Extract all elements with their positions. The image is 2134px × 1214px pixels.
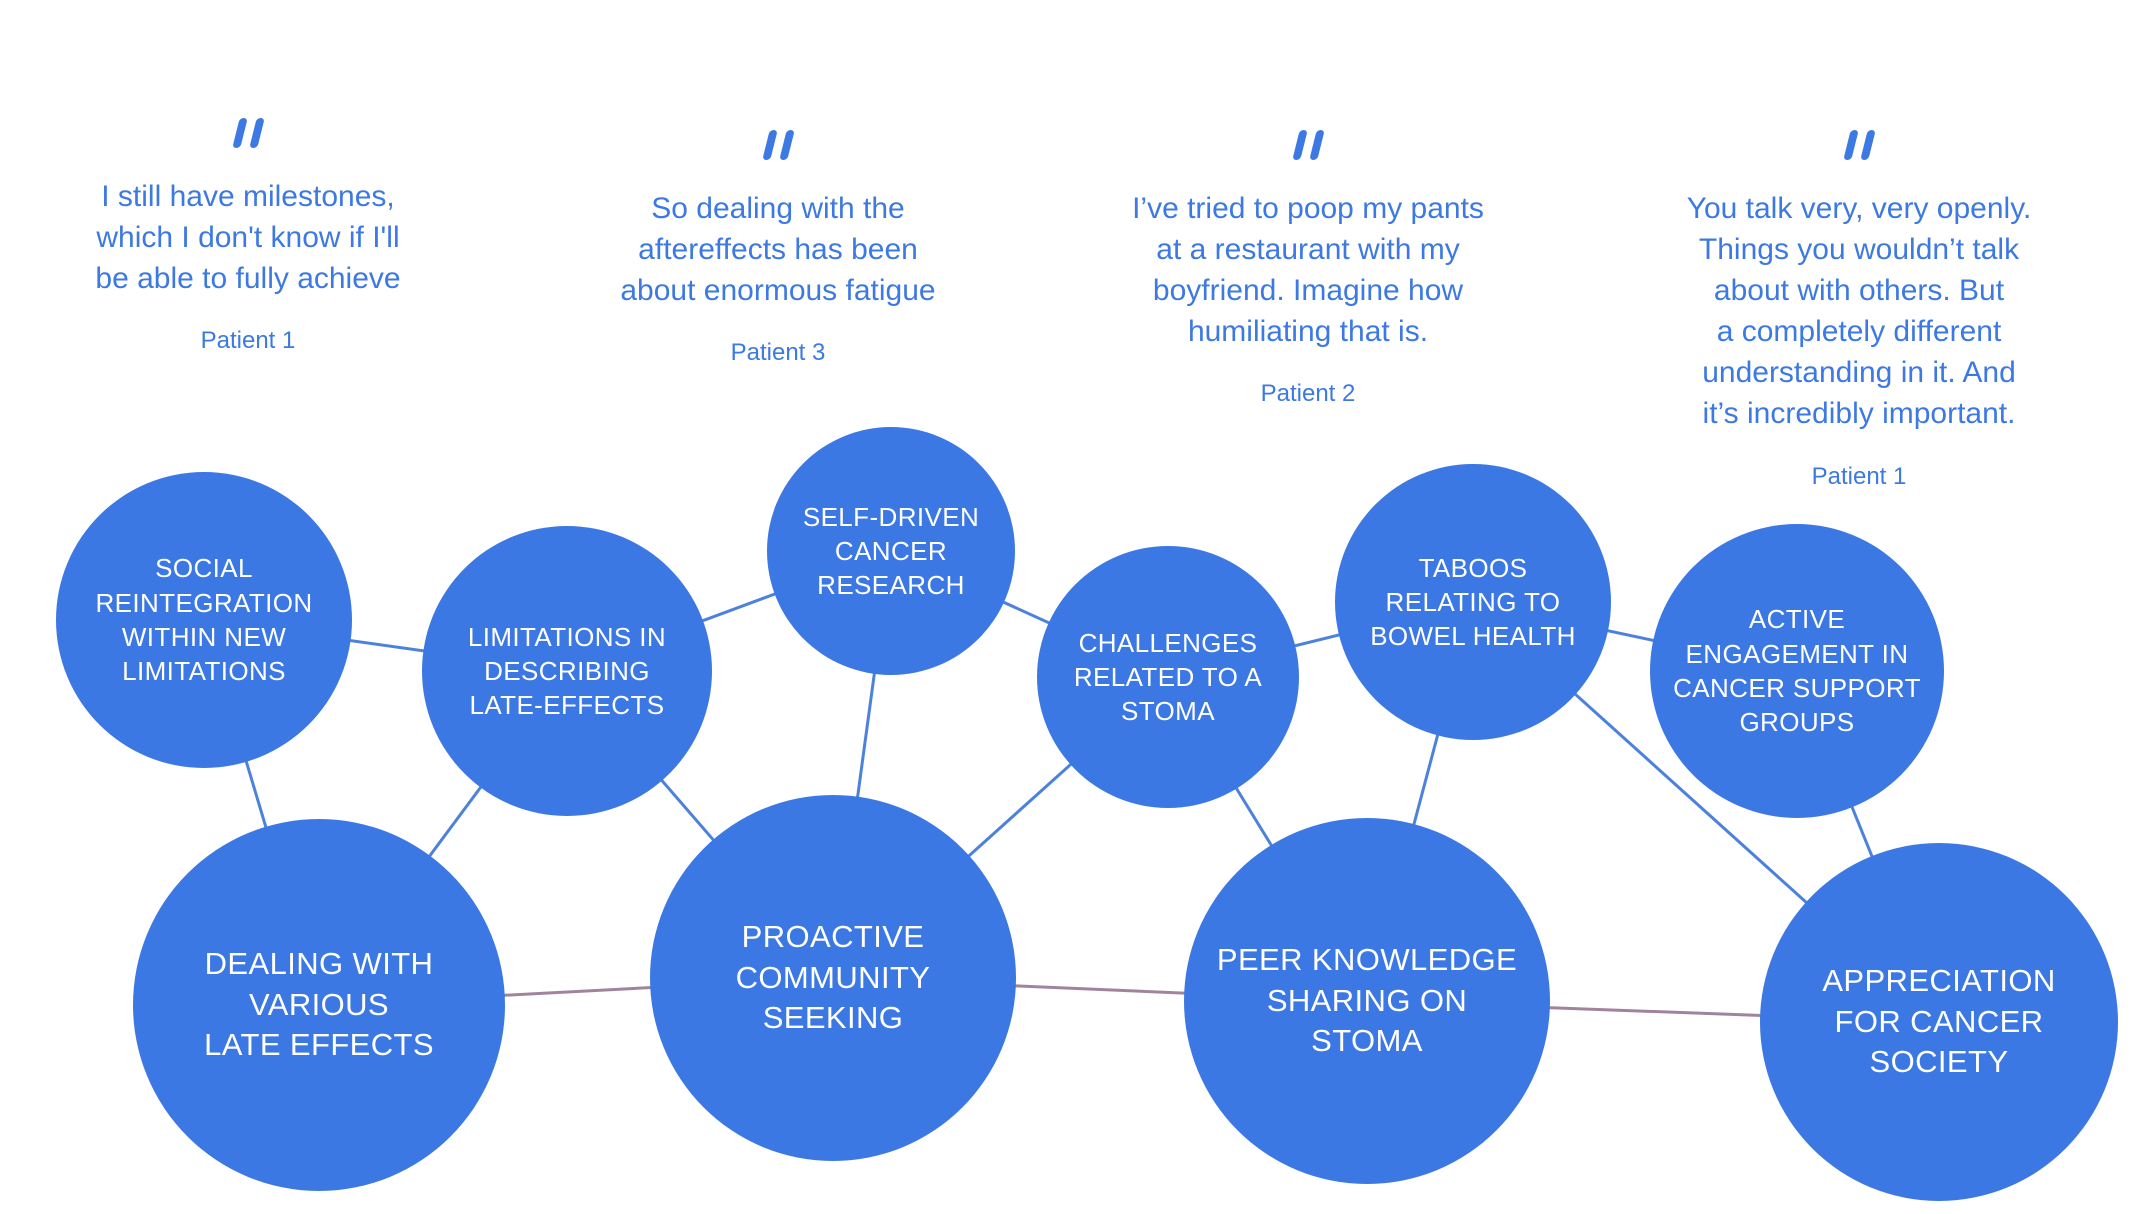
quote-block-1: I still have milestones, which I don't k…	[67, 118, 429, 355]
quote-text: I still have milestones, which I don't k…	[95, 180, 401, 296]
quote-mark-icon	[1649, 130, 2069, 162]
quote-attribution: Patient 1	[1811, 462, 1907, 490]
quote-mark-icon	[578, 130, 978, 162]
quote-block-4: You talk very, very openly. Things you w…	[1649, 130, 2069, 491]
node-label: PEER KNOWLEDGE SHARING ON STOMA	[1216, 941, 1518, 1059]
quote-attribution: Patient 1	[200, 327, 296, 355]
node-label: APPRECIATION FOR CANCER SOCIETY	[1822, 962, 2056, 1080]
node-proactive-community-seeking: PROACTIVE COMMUNITY SEEKING	[650, 795, 1016, 1161]
node-taboos-bowel-health: TABOOS RELATING TO BOWEL HEALTH	[1335, 464, 1611, 740]
node-active-engagement-support-groups: ACTIVE ENGAGEMENT IN CANCER SUPPORT GROU…	[1650, 524, 1944, 818]
quote-text: You talk very, very openly. Things you w…	[1686, 192, 2032, 431]
quote-attribution: Patient 2	[1260, 380, 1356, 408]
node-limitations-describing-late-effects: LIMITATIONS IN DESCRIBING LATE-EFFECTS	[422, 526, 712, 816]
quote-text: I’ve tried to poop my pants at a restaur…	[1132, 192, 1484, 349]
node-label: ACTIVE ENGAGEMENT IN CANCER SUPPORT GROU…	[1673, 604, 1921, 738]
quote-mark-icon	[1088, 130, 1528, 162]
node-label: DEALING WITH VARIOUS LATE EFFECTS	[204, 945, 434, 1063]
node-label: SELF-DRIVEN CANCER RESEARCH	[802, 501, 980, 601]
quote-attribution: Patient 3	[730, 339, 826, 367]
node-label: LIMITATIONS IN DESCRIBING LATE-EFFECTS	[467, 621, 667, 721]
node-label: SOCIAL REINTEGRATION WITHIN NEW LIMITATI…	[95, 553, 313, 687]
quote-text: So dealing with the aftereffects has bee…	[620, 192, 936, 308]
node-challenges-stoma: CHALLENGES RELATED TO A STOMA	[1037, 546, 1299, 808]
quote-mark-icon	[67, 118, 429, 150]
quote-block-3: I’ve tried to poop my pants at a restaur…	[1088, 130, 1528, 408]
node-peer-knowledge-sharing-stoma: PEER KNOWLEDGE SHARING ON STOMA	[1184, 818, 1550, 1184]
node-label: TABOOS RELATING TO BOWEL HEALTH	[1370, 552, 1576, 652]
node-social-reintegration: SOCIAL REINTEGRATION WITHIN NEW LIMITATI…	[56, 472, 352, 768]
node-dealing-late-effects: DEALING WITH VARIOUS LATE EFFECTS	[133, 819, 505, 1191]
node-label: CHALLENGES RELATED TO A STOMA	[1073, 627, 1263, 727]
quote-block-2: So dealing with the aftereffects has bee…	[578, 130, 978, 367]
node-label: PROACTIVE COMMUNITY SEEKING	[735, 918, 931, 1036]
node-appreciation-cancer-society: APPRECIATION FOR CANCER SOCIETY	[1760, 843, 2118, 1201]
node-self-driven-cancer-research: SELF-DRIVEN CANCER RESEARCH	[767, 427, 1015, 675]
